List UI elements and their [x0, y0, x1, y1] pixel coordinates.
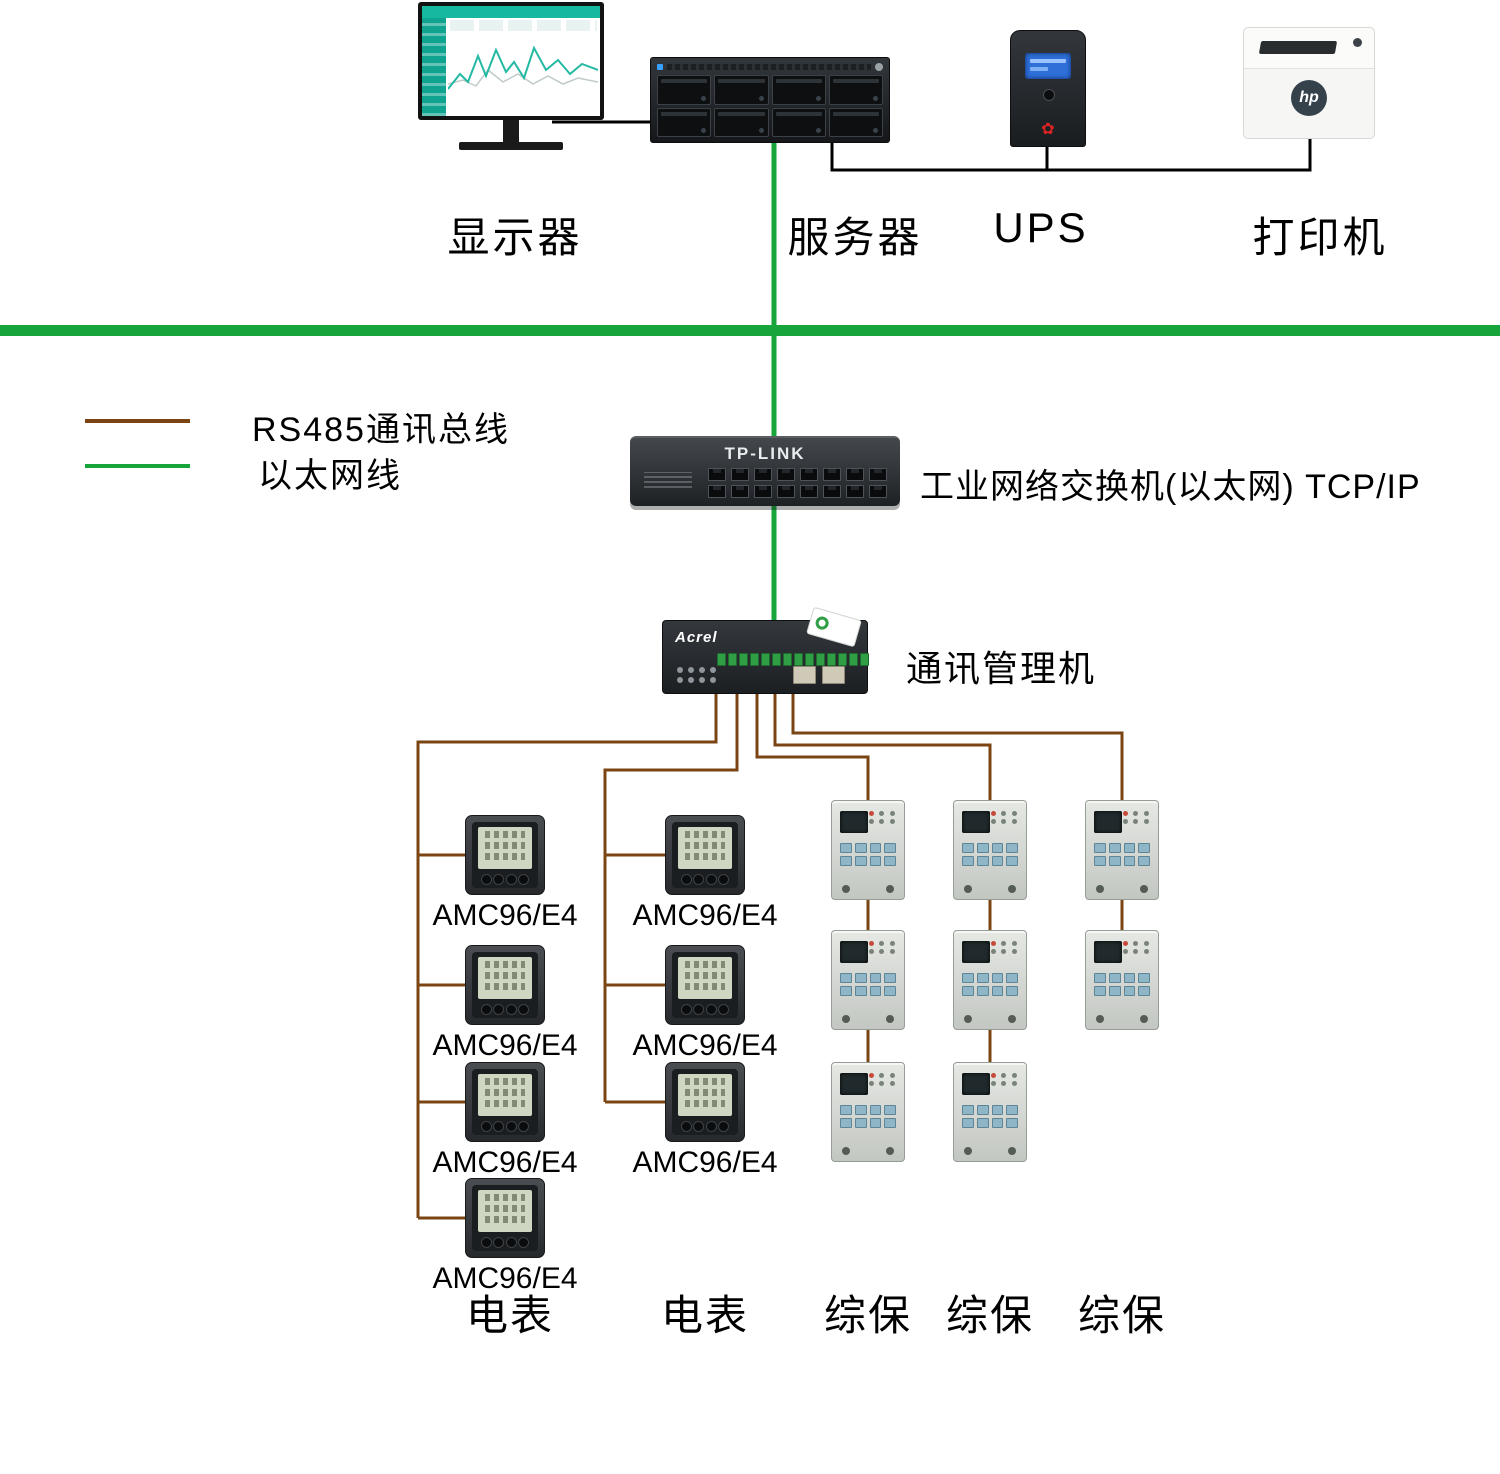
rs485-bus-col4 [773, 694, 992, 1062]
printer-paper-slot [1258, 41, 1338, 54]
column-label-meters-1: 电表 [465, 1292, 555, 1339]
protection-relay-device [1085, 930, 1159, 1030]
dashboard-stat-cards [450, 20, 597, 31]
meter-model-label: AMC96/E4 [432, 1029, 578, 1062]
monitor-stand [503, 120, 519, 142]
protection-relay-device [831, 1062, 905, 1162]
switch-label: 工业网络交换机(以太网) TCP/IP [920, 468, 1421, 506]
rs485-bus-col5 [791, 694, 1124, 930]
gateway-device: Acrel [662, 606, 869, 694]
ethernet-switch-device: TP-LINK [630, 436, 900, 506]
monitor-device [418, 2, 604, 150]
meter-model-label: AMC96/E4 [432, 899, 578, 932]
monitor-label: 显示器 [447, 214, 583, 261]
printer-device: hp [1243, 27, 1375, 139]
column-label-meters-2: 电表 [660, 1292, 750, 1339]
power-meter-device [665, 815, 745, 895]
meter-model-label: AMC96/E4 [632, 1146, 778, 1179]
meter-model-label: AMC96/E4 [632, 899, 778, 932]
ethernet-backbone [0, 325, 1500, 336]
protection-relay-device [953, 800, 1027, 900]
server-device [650, 57, 890, 143]
protection-relay-device [1085, 800, 1159, 900]
monitor-screen [418, 2, 604, 120]
gateway-terminal-strip [717, 653, 869, 666]
column-label-relays-2: 综保 [945, 1292, 1035, 1339]
power-meter-device [465, 1062, 545, 1142]
rs485-bus-col3 [755, 694, 870, 1062]
rs485-bus-col2 [603, 694, 739, 1104]
power-meter-device [465, 815, 545, 895]
printer-output-tray [1244, 28, 1374, 69]
gateway-led-grid [677, 667, 717, 683]
server-drive-bays [657, 75, 883, 137]
dashboard-chart [448, 45, 598, 90]
dashboard-header [422, 6, 600, 18]
rs485-bus-col1 [416, 694, 718, 1220]
switch-model-tag [644, 472, 692, 488]
gateway-label: 通讯管理机 [906, 648, 1097, 689]
ups-device: ✿ [1010, 30, 1086, 147]
dashboard-sidebar [422, 18, 446, 116]
server-power-led [657, 64, 663, 70]
server-label: 服务器 [787, 214, 923, 261]
protection-relay-device [831, 930, 905, 1030]
column-label-relays-1: 综保 [823, 1292, 913, 1339]
power-meter-device [465, 1178, 545, 1258]
protection-relay-device [953, 930, 1027, 1030]
switch-brand: TP-LINK [724, 444, 806, 463]
ups-power-button [1043, 89, 1055, 101]
server-front-panel [657, 62, 883, 72]
legend-ethernet-label: 以太网线 [258, 457, 402, 495]
ups-label: UPS [993, 204, 1089, 251]
server-vent [667, 64, 871, 70]
protection-relay-device [953, 1062, 1027, 1162]
ups-lcd-screen [1025, 53, 1071, 79]
gateway-brand: Acrel [675, 629, 718, 646]
meter-model-label: AMC96/E4 [432, 1146, 578, 1179]
power-meter-device [665, 1062, 745, 1142]
legend-rs485-label: RS485通讯总线 [252, 411, 510, 449]
ups-brand-logo-icon: ✿ [1041, 121, 1055, 138]
protection-relay-device [831, 800, 905, 900]
power-meter-device [465, 945, 545, 1025]
monitor-base [459, 142, 563, 150]
server-badge [875, 63, 883, 71]
printer-label: 打印机 [1252, 214, 1388, 261]
column-label-relays-3: 综保 [1077, 1292, 1167, 1339]
printer-brand-logo: hp [1291, 80, 1327, 116]
switch-port-grid [708, 468, 887, 498]
meter-model-label: AMC96/E4 [632, 1029, 778, 1062]
power-meter-device [665, 945, 745, 1025]
printer-power-button [1353, 38, 1362, 47]
gateway-ethernet-ports [793, 666, 845, 684]
meter-model-label: AMC96/E4 [432, 1262, 578, 1295]
